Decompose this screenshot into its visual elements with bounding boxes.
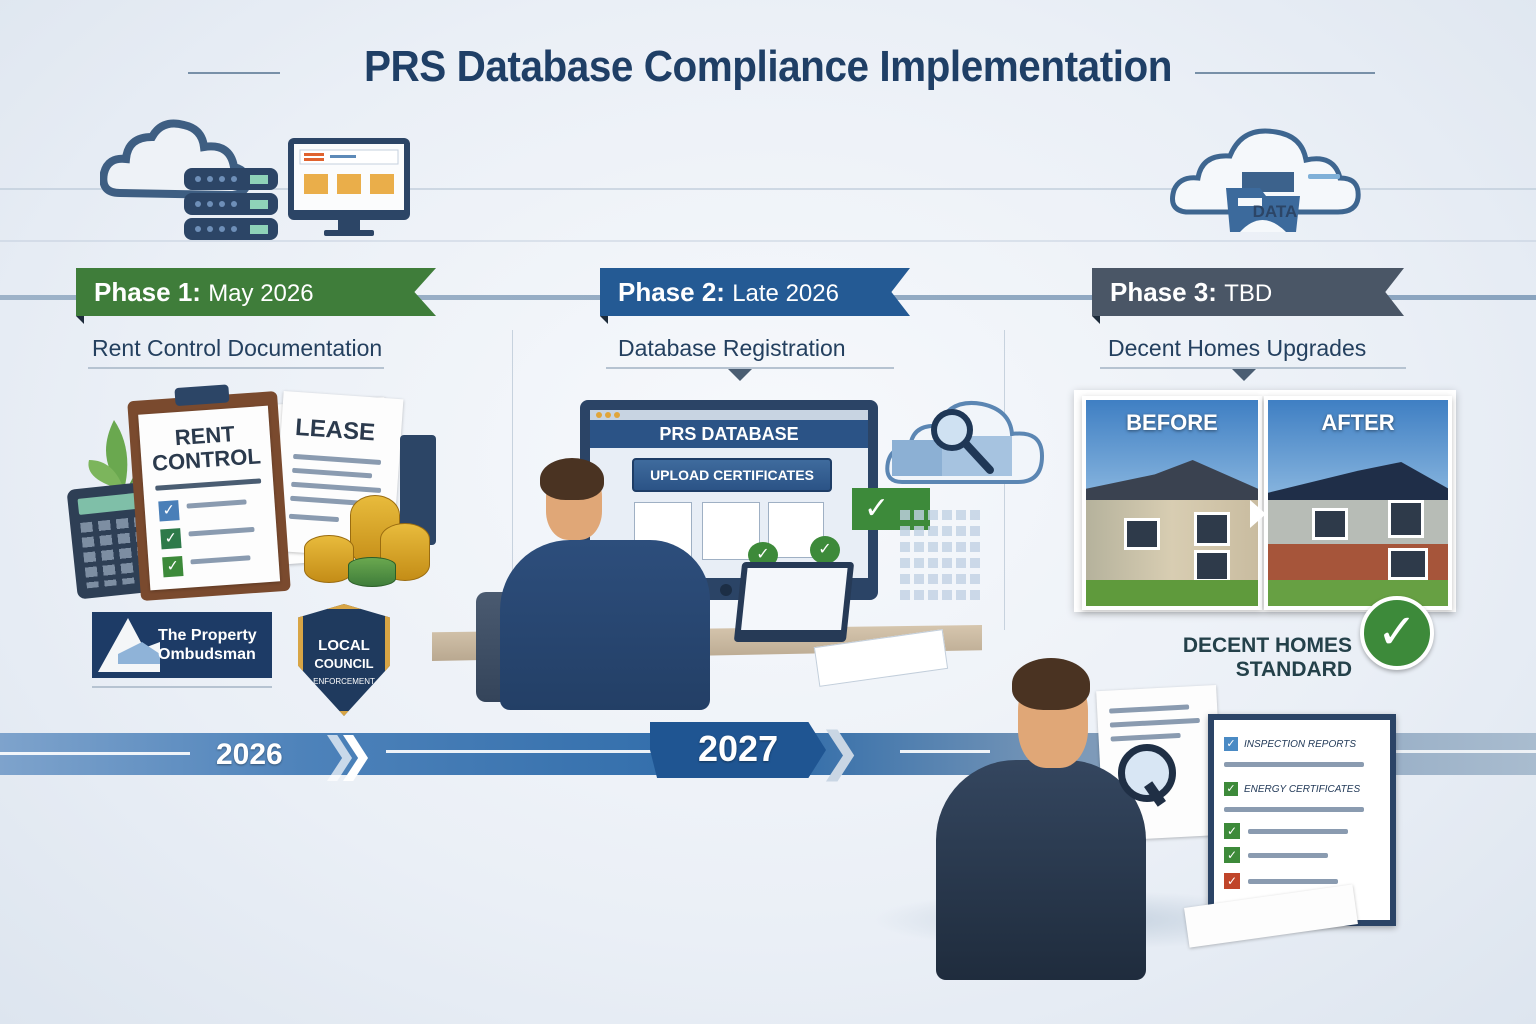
data-grid-icon — [900, 510, 980, 600]
before-after-frame: BEFORE AFTER — [1074, 390, 1456, 612]
check-badge-icon: ✓ — [1360, 596, 1434, 670]
clipboard-clip — [174, 384, 230, 407]
standard-line2: STANDARD — [1235, 658, 1352, 681]
monitor-folders-icon — [288, 138, 410, 238]
data-label: DATA — [1252, 202, 1298, 221]
phase-3-subtitle: Decent Homes Upgrades — [1108, 335, 1367, 361]
caret-down-icon — [1232, 369, 1256, 381]
phase-2-subtitle: Database Registration — [618, 335, 846, 361]
person-suit — [500, 540, 710, 710]
arrow-right-icon — [1250, 500, 1266, 528]
phase-3-label: Phase 3: — [1110, 277, 1217, 307]
phase-3-date: TBD — [1224, 280, 1273, 307]
checkbox-icon: ✓ — [1224, 847, 1240, 863]
phase-1-label: Phase 1: — [94, 277, 201, 307]
background-rule — [0, 188, 1536, 190]
coin-stacks-icon — [300, 495, 440, 590]
ribbon-fold — [76, 316, 84, 324]
upload-certificates-button[interactable]: UPLOAD CERTIFICATES — [632, 458, 832, 492]
rent-control-clipboard: RENT CONTROL ✓ ✓ ✓ — [127, 384, 291, 601]
timeline-year-2027: 2027 — [698, 728, 779, 769]
phase-2-date: Late 2026 — [732, 280, 839, 307]
phase-1-subtitle: Rent Control Documentation — [92, 335, 383, 361]
checklist-item: ✓ ENERGY CERTIFICATES — [1224, 777, 1384, 801]
shield-line1: LOCAL — [318, 637, 370, 654]
cloud-data-folder-icon: DATA — [1168, 112, 1378, 232]
page-title: PRS Database Compliance Implementation — [363, 42, 1173, 91]
checkbox-icon: ✓ — [1224, 873, 1240, 889]
property-ombudsman-logo: The Property Ombudsman — [92, 612, 272, 678]
shield-line2: COUNCIL — [314, 656, 374, 671]
decent-homes-standard: DECENT HOMES STANDARD — [1160, 634, 1352, 682]
before-label: BEFORE — [1126, 410, 1218, 435]
caret-down-icon — [728, 369, 752, 381]
checklist-item: ✓ — [1224, 820, 1384, 842]
phase-3-ribbon: Phase 3: TBD — [1092, 268, 1404, 316]
phase-2-ribbon: Phase 2: Late 2026 — [600, 268, 910, 316]
green-check-folder-icon: ✓ — [852, 488, 930, 530]
inspector-suit — [936, 760, 1146, 980]
checkbox-icon: ✓ — [160, 528, 182, 550]
lease-title: LEASE — [294, 413, 376, 447]
check-badge-icon: ✓ — [810, 536, 840, 564]
background-rule — [0, 240, 1536, 242]
after-house-photo: AFTER — [1264, 396, 1452, 610]
standard-line1: DECENT HOMES — [1182, 634, 1352, 657]
checklist-item: ✓ — [1224, 868, 1384, 894]
screen-header: PRS DATABASE — [590, 420, 868, 448]
ombudsman-line1: The Property — [158, 627, 257, 644]
phase-1-subtitle-rule — [88, 367, 384, 369]
checkbox-icon: ✓ — [162, 556, 184, 578]
before-house-photo: BEFORE — [1082, 396, 1262, 610]
shield-line3: ENFORCEMENT — [313, 677, 375, 686]
checkbox-icon: ✓ — [1224, 737, 1238, 751]
phase-1-ribbon: Phase 1: May 2026 — [76, 268, 436, 316]
ombudsman-line2: Ombudsman — [158, 646, 256, 663]
timeline-2027-marker — [650, 722, 826, 778]
phase-1-date: May 2026 — [208, 280, 314, 307]
checklist-item: ✓ INSPECTION REPORTS — [1224, 732, 1384, 756]
checkbox-icon: ✓ — [1224, 782, 1238, 796]
section-divider — [512, 330, 513, 660]
cloud-search-icon — [882, 390, 1047, 490]
checkbox-icon: ✓ — [1224, 823, 1240, 839]
timeline-year-2026: 2026 — [216, 738, 283, 771]
title-rule-right — [1195, 72, 1375, 74]
phase-2-label: Phase 2: — [618, 277, 725, 307]
title-rule-left — [188, 72, 280, 74]
checkbox-icon: ✓ — [158, 500, 180, 522]
chevron-right-icon: ❯ — [336, 728, 375, 780]
after-label: AFTER — [1321, 410, 1395, 435]
magnifying-glass-icon — [1118, 744, 1176, 802]
chevron-right-icon: ❯ — [320, 728, 359, 780]
local-council-shield-logo: LOCAL COUNCIL ENFORCEMENT — [298, 604, 390, 716]
checklist-item: ✓ — [1224, 842, 1384, 868]
server-stack-icon — [184, 168, 278, 240]
chevron-right-icon: ❯ — [818, 723, 862, 781]
laptop — [733, 562, 855, 642]
